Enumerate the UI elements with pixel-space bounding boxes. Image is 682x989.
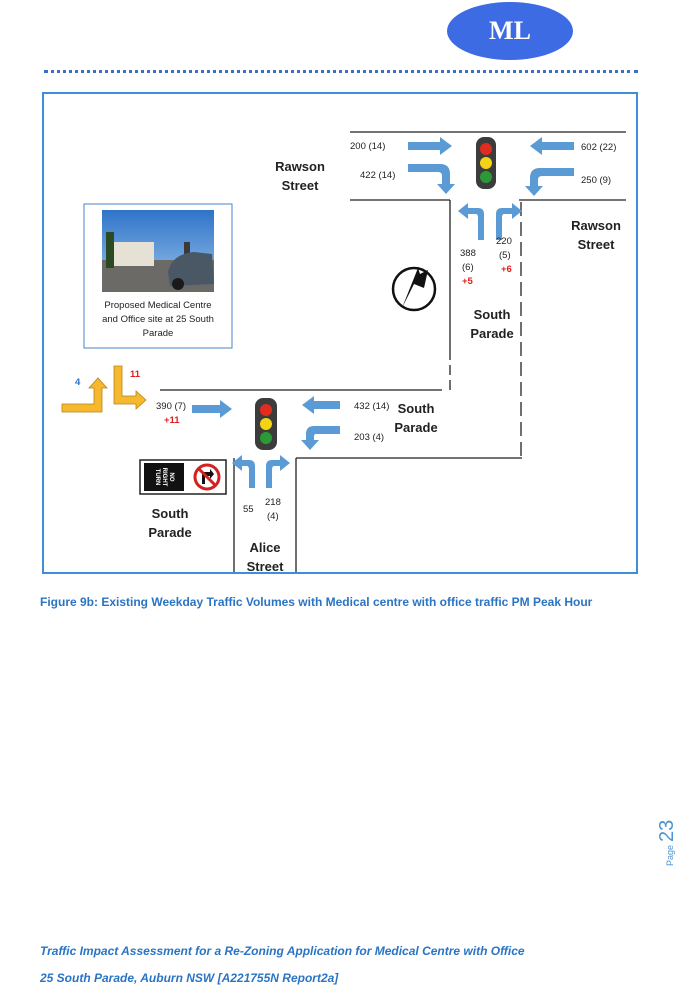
south-parade-upper-line-2: Parade xyxy=(470,326,513,341)
vol-388: 388 xyxy=(460,248,476,259)
site-exit-arrow xyxy=(113,365,147,410)
vol-250: 250 (9) xyxy=(581,175,611,186)
vol-432: 432 (14) xyxy=(354,401,389,412)
vol-388-hv: (6) xyxy=(462,262,474,273)
photo-caption-line-2: and Office site at 25 South xyxy=(102,314,214,325)
rawson-left-line-1: Rawson xyxy=(275,159,325,174)
vol-602: 602 (22) xyxy=(581,142,616,153)
logo-text: ML xyxy=(489,16,531,45)
site-photo-card: Proposed Medical Centre and Office site … xyxy=(83,203,233,349)
street-labels: Rawson Street Rawson Street South Parade… xyxy=(148,159,621,572)
sign-text-1: NO xyxy=(168,473,174,482)
south-parade-lower-line-1: South xyxy=(152,506,189,521)
rawson-right-line-1: Rawson xyxy=(571,218,621,233)
south-parade-lower-line-2: Parade xyxy=(148,525,191,540)
photo-caption-line-3: Parade xyxy=(143,328,174,339)
south-parade-mid-line-2: Parade xyxy=(394,420,437,435)
figure-caption: Figure 9b: Existing Weekday Traffic Volu… xyxy=(40,595,593,609)
header-divider xyxy=(44,70,638,73)
vol-220: 220 xyxy=(496,236,512,247)
vol-220-hv: (5) xyxy=(499,250,511,261)
alice-line-2: Street xyxy=(247,559,285,572)
vol-388-added: +5 xyxy=(462,276,474,287)
south-parade-upper-line-1: South xyxy=(474,307,511,322)
north-arrow-icon xyxy=(391,266,437,312)
traffic-light-north xyxy=(476,137,496,189)
ml-logo: ML xyxy=(447,2,573,60)
no-right-turn-sign-icon: NO RIGHT TURN xyxy=(139,459,227,495)
traffic-diagram: Proposed Medical Centre and Office site … xyxy=(61,131,626,572)
road-edges xyxy=(160,131,626,572)
alice-line-1: Alice xyxy=(249,540,280,555)
rawson-right-line-2: Street xyxy=(578,237,616,252)
figure-frame: Proposed Medical Centre and Office site … xyxy=(42,92,638,574)
rawson-left-line-2: Street xyxy=(282,178,320,193)
vol-220-added: +6 xyxy=(501,264,512,275)
south-parade-mid-line-1: South xyxy=(398,401,435,416)
footer-line-1: Traffic Impact Assessment for a Re-Zonin… xyxy=(40,944,525,958)
site-out-volume: 11 xyxy=(130,369,141,380)
vol-218-hv: (4) xyxy=(267,511,279,522)
movement-arrows xyxy=(192,137,574,488)
volume-labels: 200 (14) 422 (14) 602 (22) 250 (9) 388 (… xyxy=(75,141,616,522)
photo-caption-line-1: Proposed Medical Centre xyxy=(104,300,211,311)
vol-55: 55 xyxy=(243,504,254,515)
vol-422: 422 (14) xyxy=(360,170,395,181)
site-arrows xyxy=(61,365,147,413)
vol-203: 203 (4) xyxy=(354,432,384,443)
site-in-volume: 4 xyxy=(75,377,81,388)
page-number-value: 23 xyxy=(656,820,678,842)
footer-line-2: 25 South Parade, Auburn NSW [A221755N Re… xyxy=(40,971,339,985)
vol-390-added: +11 xyxy=(164,415,180,426)
vol-218: 218 xyxy=(265,497,281,508)
site-entry-arrow xyxy=(61,377,108,413)
traffic-light-south xyxy=(255,398,277,450)
page-number: Page 23 xyxy=(656,820,678,866)
sign-text-2: RIGHT xyxy=(161,468,167,487)
vol-390: 390 (7) xyxy=(156,401,186,412)
vol-200: 200 (14) xyxy=(350,141,385,152)
page-label: Page xyxy=(665,845,675,866)
sign-text-3: TURN xyxy=(154,469,160,486)
